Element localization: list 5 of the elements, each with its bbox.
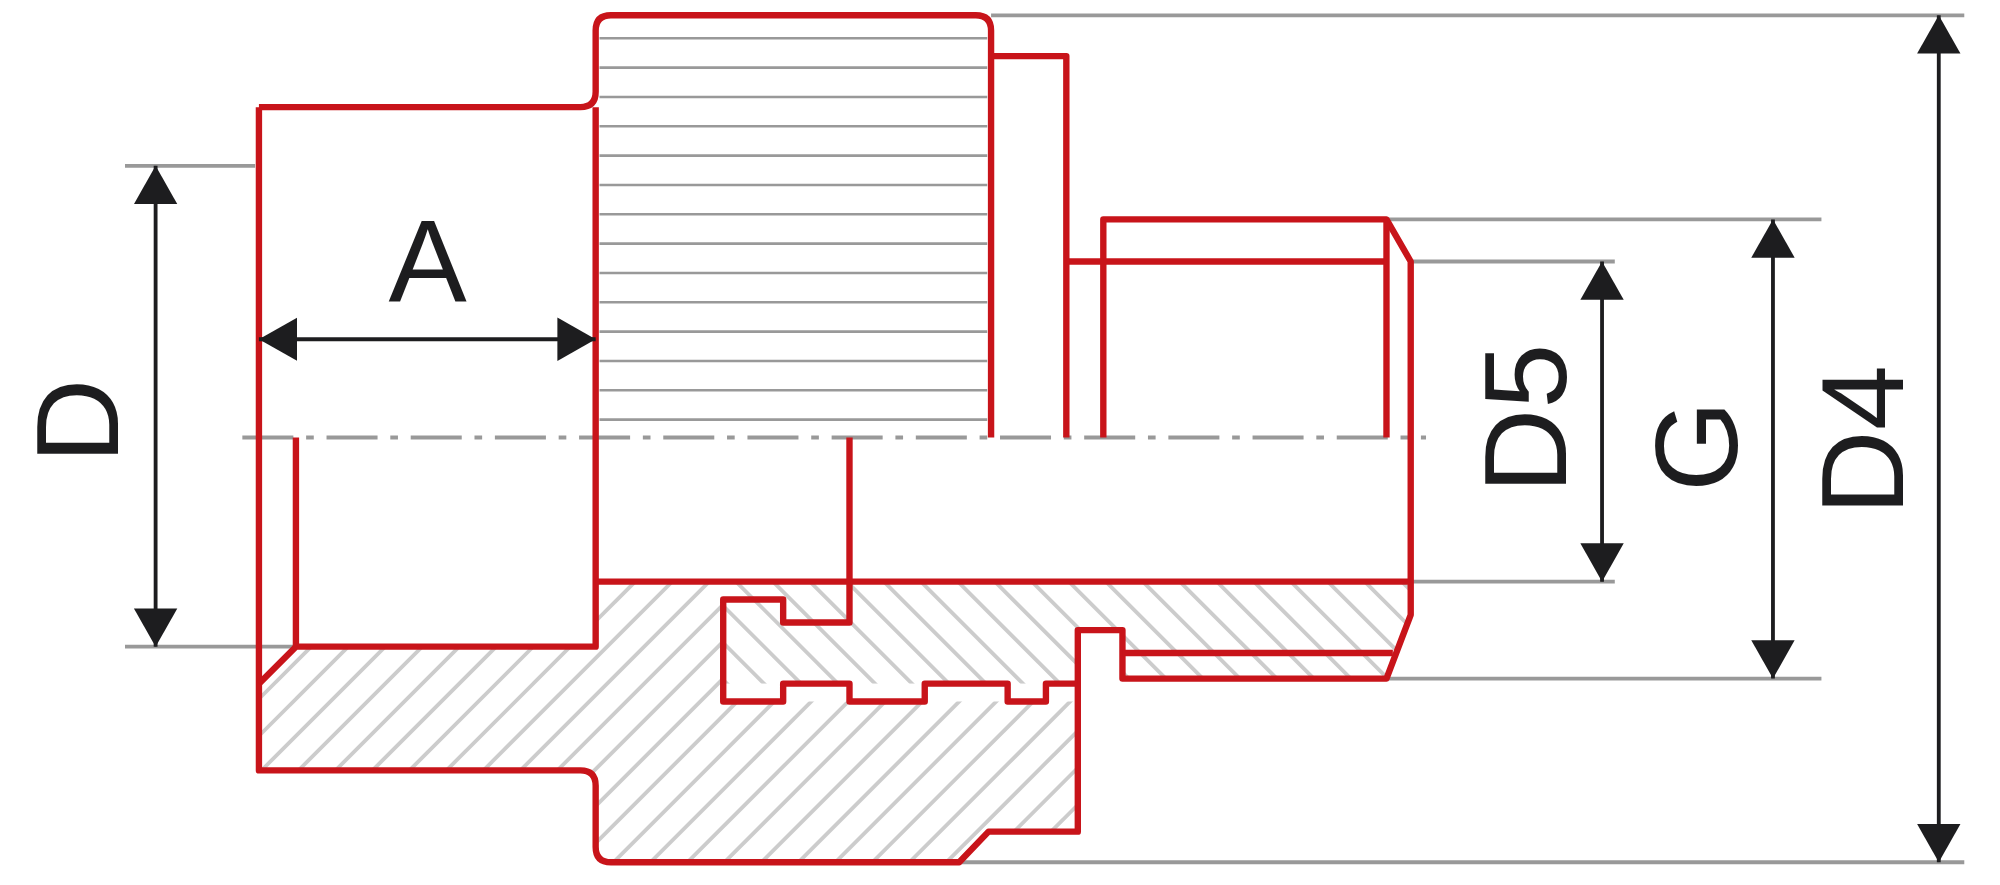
dimension-label: G (1637, 400, 1755, 493)
dimension-label: A (388, 202, 467, 321)
dimension-label: D5 (1466, 343, 1584, 494)
dimension-label: D4 (1803, 365, 1921, 516)
dimension-label: D (18, 378, 136, 464)
